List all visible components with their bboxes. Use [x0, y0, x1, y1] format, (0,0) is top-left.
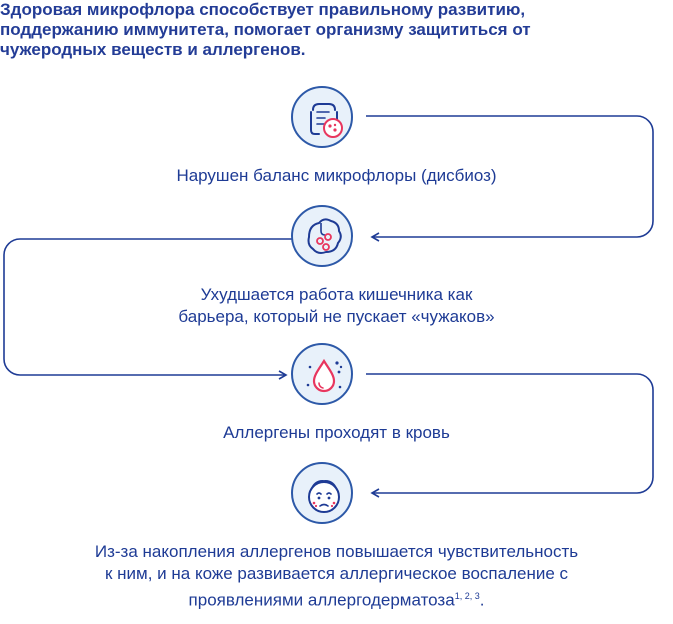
connector-1-2	[366, 115, 654, 242]
step-2-text: Ухудшается работа кишечника как барьера,…	[0, 284, 673, 328]
connector-2-3	[3, 238, 292, 380]
title-line-3: чужеродных веществ и аллергенов.	[0, 40, 306, 59]
intestine-barrier-icon	[291, 205, 353, 267]
page-title: Здоровая микрофлора способствует правиль…	[0, 0, 673, 60]
step-3-line-1: Аллергены проходят в кровь	[223, 423, 450, 442]
step-4-line-2: к ним, и на коже развивается аллергическ…	[104, 564, 569, 583]
step-1-line-1: Нарушен баланс микрофлоры (дисбиоз)	[176, 166, 497, 185]
step-1-text: Нарушен баланс микрофлоры (дисбиоз)	[0, 165, 673, 187]
title-line-1: Здоровая микрофлора способствует правиль…	[0, 0, 526, 19]
blood-drop-icon	[291, 343, 353, 405]
step-4-text: Из-за накопления аллергенов повышается ч…	[0, 541, 673, 612]
step-4-line-3: проявлениями аллергодерматоза1, 2, 3.	[0, 585, 673, 612]
references: 1, 2, 3	[454, 591, 480, 601]
step-4-line-1: Из-за накопления аллергенов повышается ч…	[94, 542, 579, 561]
step-2-line-1: Ухудшается работа кишечника как	[200, 285, 473, 304]
intestine-microbe-icon	[291, 86, 353, 148]
step-2-line-2: барьера, который не пускает «чужаков»	[178, 307, 495, 326]
step-4-line-3-text: проявлениями аллергодерматоза	[188, 590, 455, 610]
child-face-rash-icon	[291, 462, 353, 524]
step-4-end: .	[479, 590, 485, 610]
step-3-text: Аллергены проходят в кровь	[0, 422, 673, 444]
title-line-2: поддержанию иммунитета, помогает организ…	[0, 20, 531, 39]
connector-3-4	[366, 373, 654, 498]
